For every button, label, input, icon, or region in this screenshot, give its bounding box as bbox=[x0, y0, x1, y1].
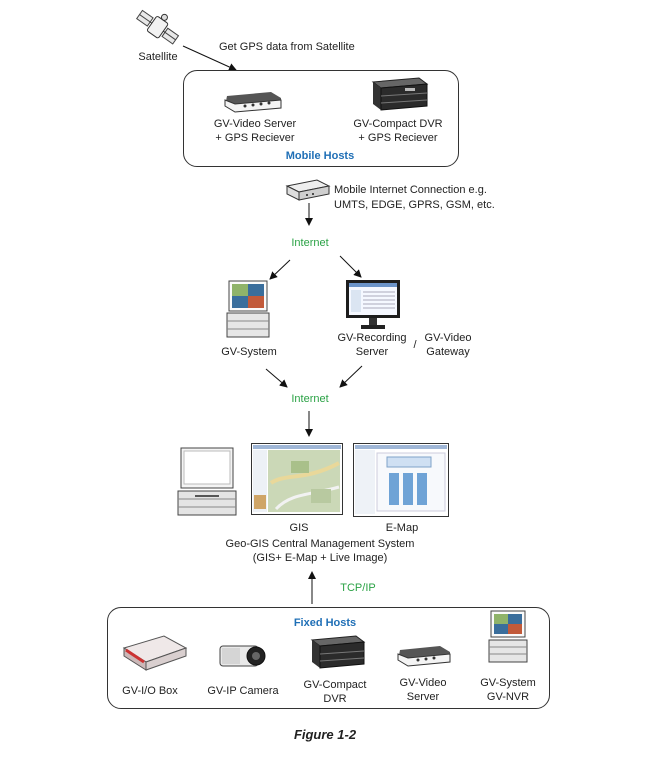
satellite-note: Get GPS data from Satellite bbox=[219, 41, 355, 53]
gis-map-screenshot bbox=[251, 443, 343, 515]
gv-system-nvr-icon bbox=[488, 610, 528, 663]
internet-label-1: Internet bbox=[291, 237, 329, 249]
mobile-video-server-label-1: GV-Video Server bbox=[213, 118, 297, 130]
fixed-video-server-label-2: Server bbox=[406, 691, 440, 703]
gv-system-icon bbox=[226, 280, 270, 338]
recording-server-label-1: GV-Recording bbox=[337, 332, 407, 344]
arrow-gvsystem-to-internet bbox=[265, 368, 288, 388]
monitor-tower-icon bbox=[177, 447, 237, 516]
slash-separator: / bbox=[413, 339, 417, 351]
video-server-icon bbox=[224, 92, 282, 113]
mobile-hosts-box bbox=[183, 70, 459, 167]
recording-server-icon bbox=[346, 280, 400, 329]
recording-server-label-2: Server bbox=[355, 346, 389, 358]
gis-system-subtitle: (GIS+ E-Map + Live Image) bbox=[252, 552, 388, 564]
fixed-compact-dvr-label-1: GV-Compact bbox=[303, 679, 367, 691]
emap-label: E-Map bbox=[385, 522, 419, 534]
mobile-video-server-label-2: + GPS Reciever bbox=[215, 132, 295, 144]
emap-screenshot bbox=[353, 443, 449, 517]
mobile-hosts-title: Mobile Hosts bbox=[285, 150, 355, 162]
fixed-compact-dvr-icon bbox=[310, 635, 366, 669]
fixed-compact-dvr-label-2: DVR bbox=[323, 693, 347, 705]
figure-caption: Figure 1-2 bbox=[293, 727, 357, 742]
tcpip-label: TCP/IP bbox=[340, 582, 376, 594]
ip-camera-label: GV-IP Camera bbox=[207, 685, 279, 697]
io-box-icon bbox=[122, 635, 188, 671]
gv-system-nvr-label-1: GV-System bbox=[480, 677, 536, 689]
mobile-connection-line-1: Mobile Internet Connection e.g. bbox=[334, 184, 487, 196]
satellite-icon bbox=[135, 9, 180, 45]
video-gateway-label-1: GV-Video bbox=[424, 332, 472, 344]
mobile-compact-dvr-label-1: GV-Compact DVR bbox=[353, 118, 443, 130]
internet-label-2: Internet bbox=[291, 393, 329, 405]
arrow-internet-to-gvsystem bbox=[269, 259, 291, 280]
gis-system-title: Geo-GIS Central Management System bbox=[225, 538, 415, 550]
io-box-label: GV-I/O Box bbox=[122, 685, 178, 697]
video-gateway-label-2: Gateway bbox=[426, 346, 470, 358]
fixed-hosts-box bbox=[107, 607, 550, 709]
ip-camera-icon bbox=[219, 645, 266, 667]
gv-system-label: GV-System bbox=[221, 346, 277, 358]
fixed-video-server-icon bbox=[397, 646, 451, 667]
arrow-recording-to-internet bbox=[339, 365, 363, 388]
fixed-hosts-title: Fixed Hosts bbox=[293, 617, 357, 629]
gis-label: GIS bbox=[289, 522, 309, 534]
router-icon bbox=[285, 179, 331, 201]
compact-dvr-icon bbox=[371, 77, 429, 111]
arrow-internet-to-recording bbox=[339, 255, 362, 278]
arrow-satellite-to-mobile bbox=[182, 45, 237, 71]
mobile-compact-dvr-label-2: + GPS Reciever bbox=[358, 132, 438, 144]
fixed-video-server-label-1: GV-Video bbox=[399, 677, 447, 689]
gv-system-nvr-label-2: GV-NVR bbox=[486, 691, 530, 703]
mobile-connection-line-2: UMTS, EDGE, GPRS, GSM, etc. bbox=[334, 199, 495, 211]
satellite-label: Satellite bbox=[138, 51, 178, 63]
